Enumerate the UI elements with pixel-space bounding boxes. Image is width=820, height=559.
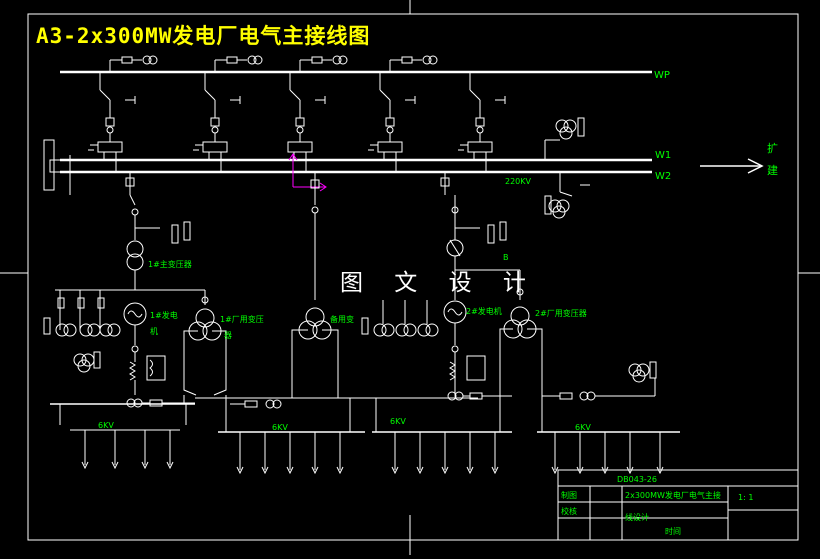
label-220kv: 220KV xyxy=(505,177,532,186)
drawing-name-a: 2x300MW发电厂电气主接 xyxy=(625,490,721,500)
label-expansion-2: 建 xyxy=(767,163,778,177)
line-bay-5 xyxy=(458,72,506,172)
label-w2: W2 xyxy=(655,171,671,182)
label-6kv-1: 6KV xyxy=(98,421,114,430)
watermark: 图 文 设 计 xyxy=(340,270,538,296)
title-block-text: DB043-26 制图 校核 2x300MW发电厂电气主接 线设计 1: 1 时… xyxy=(561,475,753,536)
line-bay-4 xyxy=(368,72,416,172)
label-wp: WP xyxy=(654,70,670,81)
label-t1-aux-a: 1#厂用变压 xyxy=(220,314,264,324)
scale: 1: 1 xyxy=(738,493,753,502)
drawing-number: DB043-26 xyxy=(617,475,657,484)
line-bay-3 xyxy=(287,72,326,172)
line-bay-2 xyxy=(193,72,241,172)
drawing-name-b: 线设计 xyxy=(625,512,649,522)
label-w1: W1 xyxy=(655,150,671,161)
pt-bay-4 xyxy=(389,55,438,72)
label-t1-aux-b: 器 xyxy=(224,331,232,340)
line-bays xyxy=(88,72,590,219)
label-g1-b: 机 xyxy=(150,326,158,336)
pt-bay-1 xyxy=(109,55,158,72)
feeder-group-1 xyxy=(59,404,187,470)
standby-transformer xyxy=(195,172,478,432)
w2-pt xyxy=(544,172,590,219)
labels: WP W1 W2 220KV 扩 建 1#主变压器 1#发电 机 1#厂用变压 … xyxy=(98,70,778,432)
checked-by: 校核 xyxy=(561,506,577,516)
label-g1-a: 1#发电 xyxy=(150,310,178,320)
feeder-group-3 xyxy=(391,432,499,475)
pt-bay-3 xyxy=(299,55,348,72)
label-t1-main: 1#主变压器 xyxy=(148,259,192,269)
feeder-group-2 xyxy=(236,432,344,475)
title-block xyxy=(557,469,799,541)
page-title: A3-2x300MW发电厂电气主接线图 xyxy=(36,24,371,48)
wp-pt-bays xyxy=(109,55,438,72)
pt-bay-2 xyxy=(214,55,263,72)
label-t2-mark: B xyxy=(503,253,509,262)
w1-pt xyxy=(544,117,585,160)
unit-1 xyxy=(43,172,205,408)
label-6kv-4: 6KV xyxy=(575,423,591,432)
label-6kv-3: 6KV xyxy=(390,417,406,426)
expansion-arrow xyxy=(700,158,764,174)
label-t2-aux: 2#厂用变压器 xyxy=(535,308,587,318)
aux-transformer-1 xyxy=(183,290,227,432)
time-label: 时间 xyxy=(665,526,681,536)
made-by: 制图 xyxy=(561,490,577,500)
feeders xyxy=(59,404,664,475)
line-bay-1 xyxy=(88,72,136,172)
selection-cursor xyxy=(288,153,327,192)
feeder-group-4 xyxy=(551,432,664,475)
unit-2 xyxy=(440,172,657,432)
busbars xyxy=(43,70,680,433)
label-standby: 备用变 xyxy=(330,314,354,324)
label-g2: 2#发电机 xyxy=(466,306,502,316)
label-expansion-1: 扩 xyxy=(767,141,778,155)
label-6kv-2: 6KV xyxy=(272,423,288,432)
